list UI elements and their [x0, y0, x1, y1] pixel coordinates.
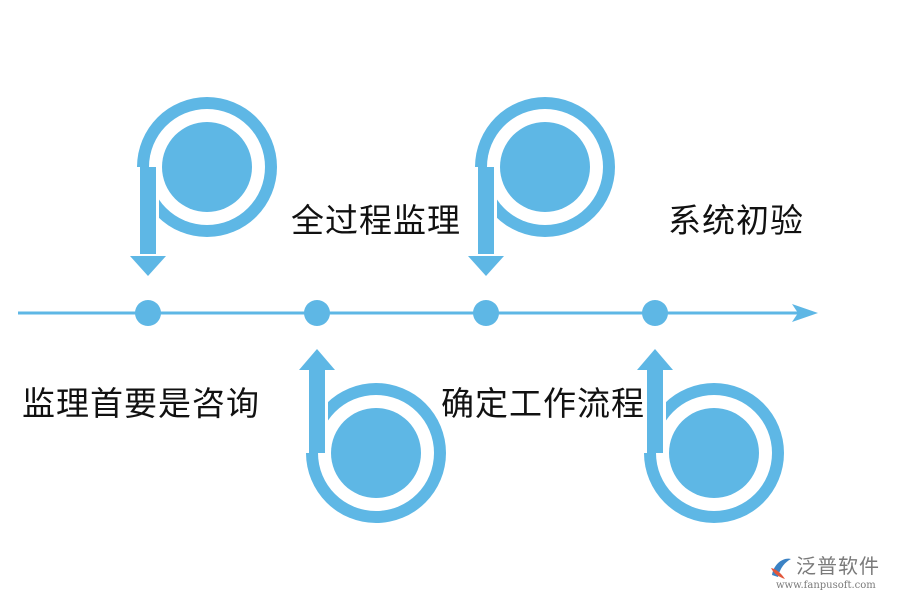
p-shape-icon: [130, 97, 277, 276]
b-shape-icon: [299, 349, 446, 523]
watermark-url: www.fanpusoft.com: [776, 580, 876, 591]
step-label-3: 确定工作流程: [441, 384, 645, 423]
watermark: 泛普软件 www.fanpusoft.com: [764, 552, 894, 596]
fanpu-logo-icon: [771, 558, 791, 579]
timeline-node-2: [304, 300, 330, 326]
timeline-node-4: [642, 300, 668, 326]
step-label-1: 监理首要是咨询: [22, 384, 260, 423]
p-shape-icon: [468, 97, 615, 276]
timeline-arrowhead: [792, 304, 818, 322]
step-label-2: 全过程监理: [291, 201, 461, 240]
timeline-node-1: [135, 300, 161, 326]
watermark-brand-name: 泛普软件: [796, 554, 880, 578]
step-label-4: 系统初验: [668, 201, 804, 240]
b-shape-icon: [637, 349, 784, 523]
timeline-node-3: [473, 300, 499, 326]
